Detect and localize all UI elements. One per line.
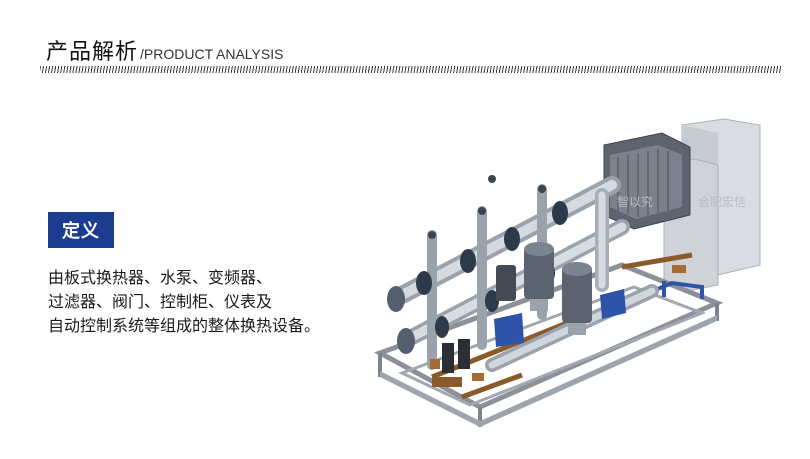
plate-heat-exchanger bbox=[603, 132, 691, 230]
booster-pumps bbox=[432, 339, 470, 387]
blue-support bbox=[647, 280, 704, 299]
definition-line-1: 由板式换热器、水泵、变频器、 bbox=[48, 268, 273, 287]
page-title: 产品解析 bbox=[46, 40, 139, 65]
watermark-text-1: 智以究 bbox=[617, 195, 654, 209]
heat-exchanger-unit-illustration: 智以究 合肥宏信 bbox=[372, 115, 777, 435]
header-hatched-divider bbox=[40, 66, 781, 73]
orange-fittings bbox=[430, 265, 686, 381]
definition-text: 由板式换热器、水泵、变频器、 过滤器、阀门、控制柜、仪表及 自动控制系统等组成的… bbox=[48, 266, 368, 338]
definition-line-2: 过滤器、阀门、控制柜、仪表及 bbox=[48, 292, 273, 311]
page-subtitle: /PRODUCT ANALYSIS bbox=[140, 46, 284, 62]
page-header: 产品解析/PRODUCT ANALYSIS bbox=[46, 34, 284, 65]
water-pumps bbox=[494, 242, 626, 347]
definition-line-3: 自动控制系统等组成的整体换热设备。 bbox=[48, 316, 321, 335]
watermark-text-2: 合肥宏信 bbox=[698, 195, 747, 209]
heat-exchanger-unit-drawing bbox=[373, 118, 761, 427]
definition-badge: 定义 bbox=[48, 212, 114, 248]
